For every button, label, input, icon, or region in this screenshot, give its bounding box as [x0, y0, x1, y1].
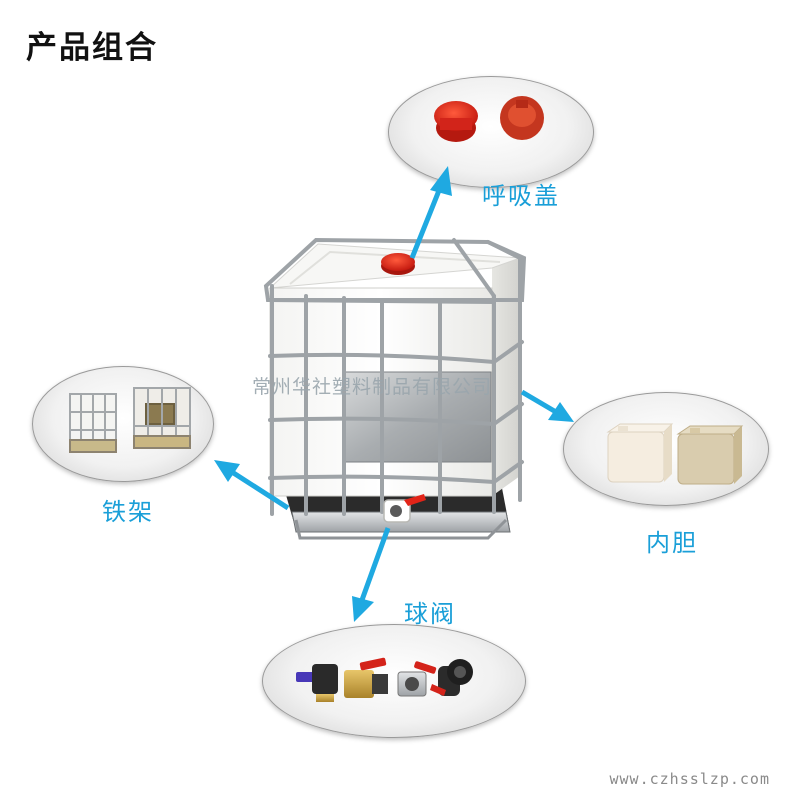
- arrow-to-frame: [214, 460, 290, 511]
- arrow-to-cap: [409, 166, 452, 259]
- arrows: [214, 166, 574, 622]
- label-inner-bladder: 内胆: [646, 529, 698, 557]
- label-iron-frame: 铁架: [102, 498, 154, 526]
- page-title: 产品组合: [26, 30, 158, 66]
- label-ball-valve: 球阀: [404, 600, 456, 628]
- cap-bubble: [388, 76, 594, 188]
- label-breather-cap: 呼吸盖: [482, 182, 560, 210]
- inner-bladders-image: [606, 423, 744, 485]
- ball-valves-image: [296, 657, 473, 702]
- ibc-tank: [263, 237, 527, 540]
- breather-caps-image: [434, 96, 544, 142]
- company-watermark: 常州华社塑料制品有限公司: [252, 376, 493, 398]
- website-url: www.czhsslzp.com: [609, 770, 770, 788]
- arrow-to-valve: [352, 527, 391, 622]
- iron-frames-image: [69, 387, 191, 453]
- arrow-to-bladder: [520, 389, 574, 422]
